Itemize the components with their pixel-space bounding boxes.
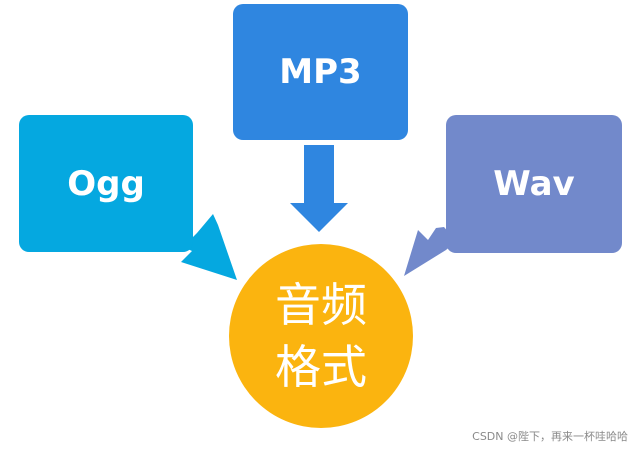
- arrow-down-icon: [290, 145, 348, 232]
- arrow-down-right-icon: [181, 214, 237, 280]
- node-wav: Wav: [446, 115, 622, 253]
- node-mp3-label: MP3: [279, 52, 362, 92]
- node-ogg: Ogg: [19, 115, 193, 252]
- node-mp3: MP3: [233, 4, 408, 140]
- watermark: CSDN @陛下，再来一杯哇哈哈: [472, 430, 628, 443]
- node-audio-format: 音频格式: [229, 244, 413, 428]
- node-ogg-label: Ogg: [67, 163, 145, 204]
- node-audio-format-label: 音频格式: [275, 278, 367, 394]
- arrow-down-left-icon: [404, 227, 456, 276]
- node-wav-label: Wav: [493, 164, 575, 204]
